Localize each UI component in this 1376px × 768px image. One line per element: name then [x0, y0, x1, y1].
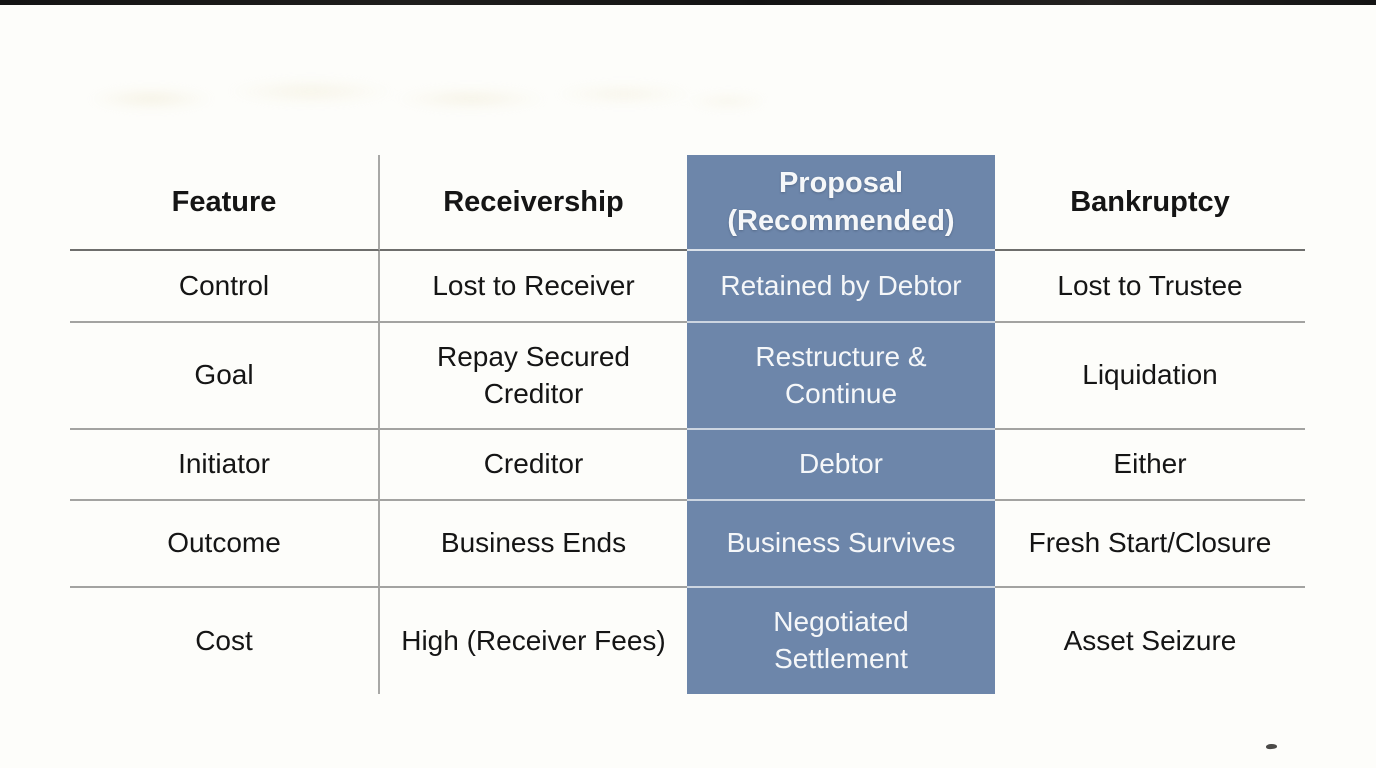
- row-label-initiator: Initiator: [70, 430, 380, 501]
- corner-ink-mark: [1265, 743, 1278, 750]
- cell-goal-bankruptcy: Liquidation: [995, 323, 1305, 430]
- comparison-table: Feature Receivership Proposal (Recommend…: [70, 155, 1305, 694]
- cell-control-bankruptcy: Lost to Trustee: [995, 251, 1305, 323]
- cell-cost-bankruptcy: Asset Seizure: [1063, 624, 1237, 656]
- cell-initiator-bankruptcy: Either: [995, 430, 1305, 501]
- cell-goal-receivership: Repay Secured Creditor: [380, 323, 687, 430]
- header-cell-feature: Feature: [70, 155, 380, 251]
- cell-initiator-receivership: Creditor: [380, 430, 687, 501]
- cell-goal-proposal: Restructure & Continue: [687, 323, 995, 430]
- cell-cost-receivership: High (Receiver Fees): [401, 624, 666, 656]
- header-cell-proposal: Proposal (Recommended): [687, 155, 995, 251]
- top-edge-strip: [0, 0, 1376, 5]
- header-cell-receivership: Receivership: [380, 155, 687, 251]
- cell-outcome-proposal: Business Survives: [687, 501, 995, 588]
- row-label-outcome: Outcome: [70, 501, 380, 588]
- cell-outcome-bankruptcy: Fresh Start/Closure: [995, 501, 1305, 588]
- cell-cost-proposal: Negotiated Settlement: [687, 588, 995, 694]
- ghost-title-smudge: [68, 70, 763, 118]
- row-label-goal: Goal: [70, 323, 380, 430]
- row-label-cost: Cost: [70, 588, 380, 694]
- header-cell-bankruptcy: Bankruptcy: [995, 155, 1305, 251]
- cell-control-receivership: Lost to Receiver: [380, 251, 687, 323]
- cell-control-proposal: Retained by Debtor: [687, 251, 995, 323]
- cell-outcome-receivership: Business Ends: [380, 501, 687, 588]
- row-label-control: Control: [70, 251, 380, 323]
- cell-initiator-proposal: Debtor: [687, 430, 995, 501]
